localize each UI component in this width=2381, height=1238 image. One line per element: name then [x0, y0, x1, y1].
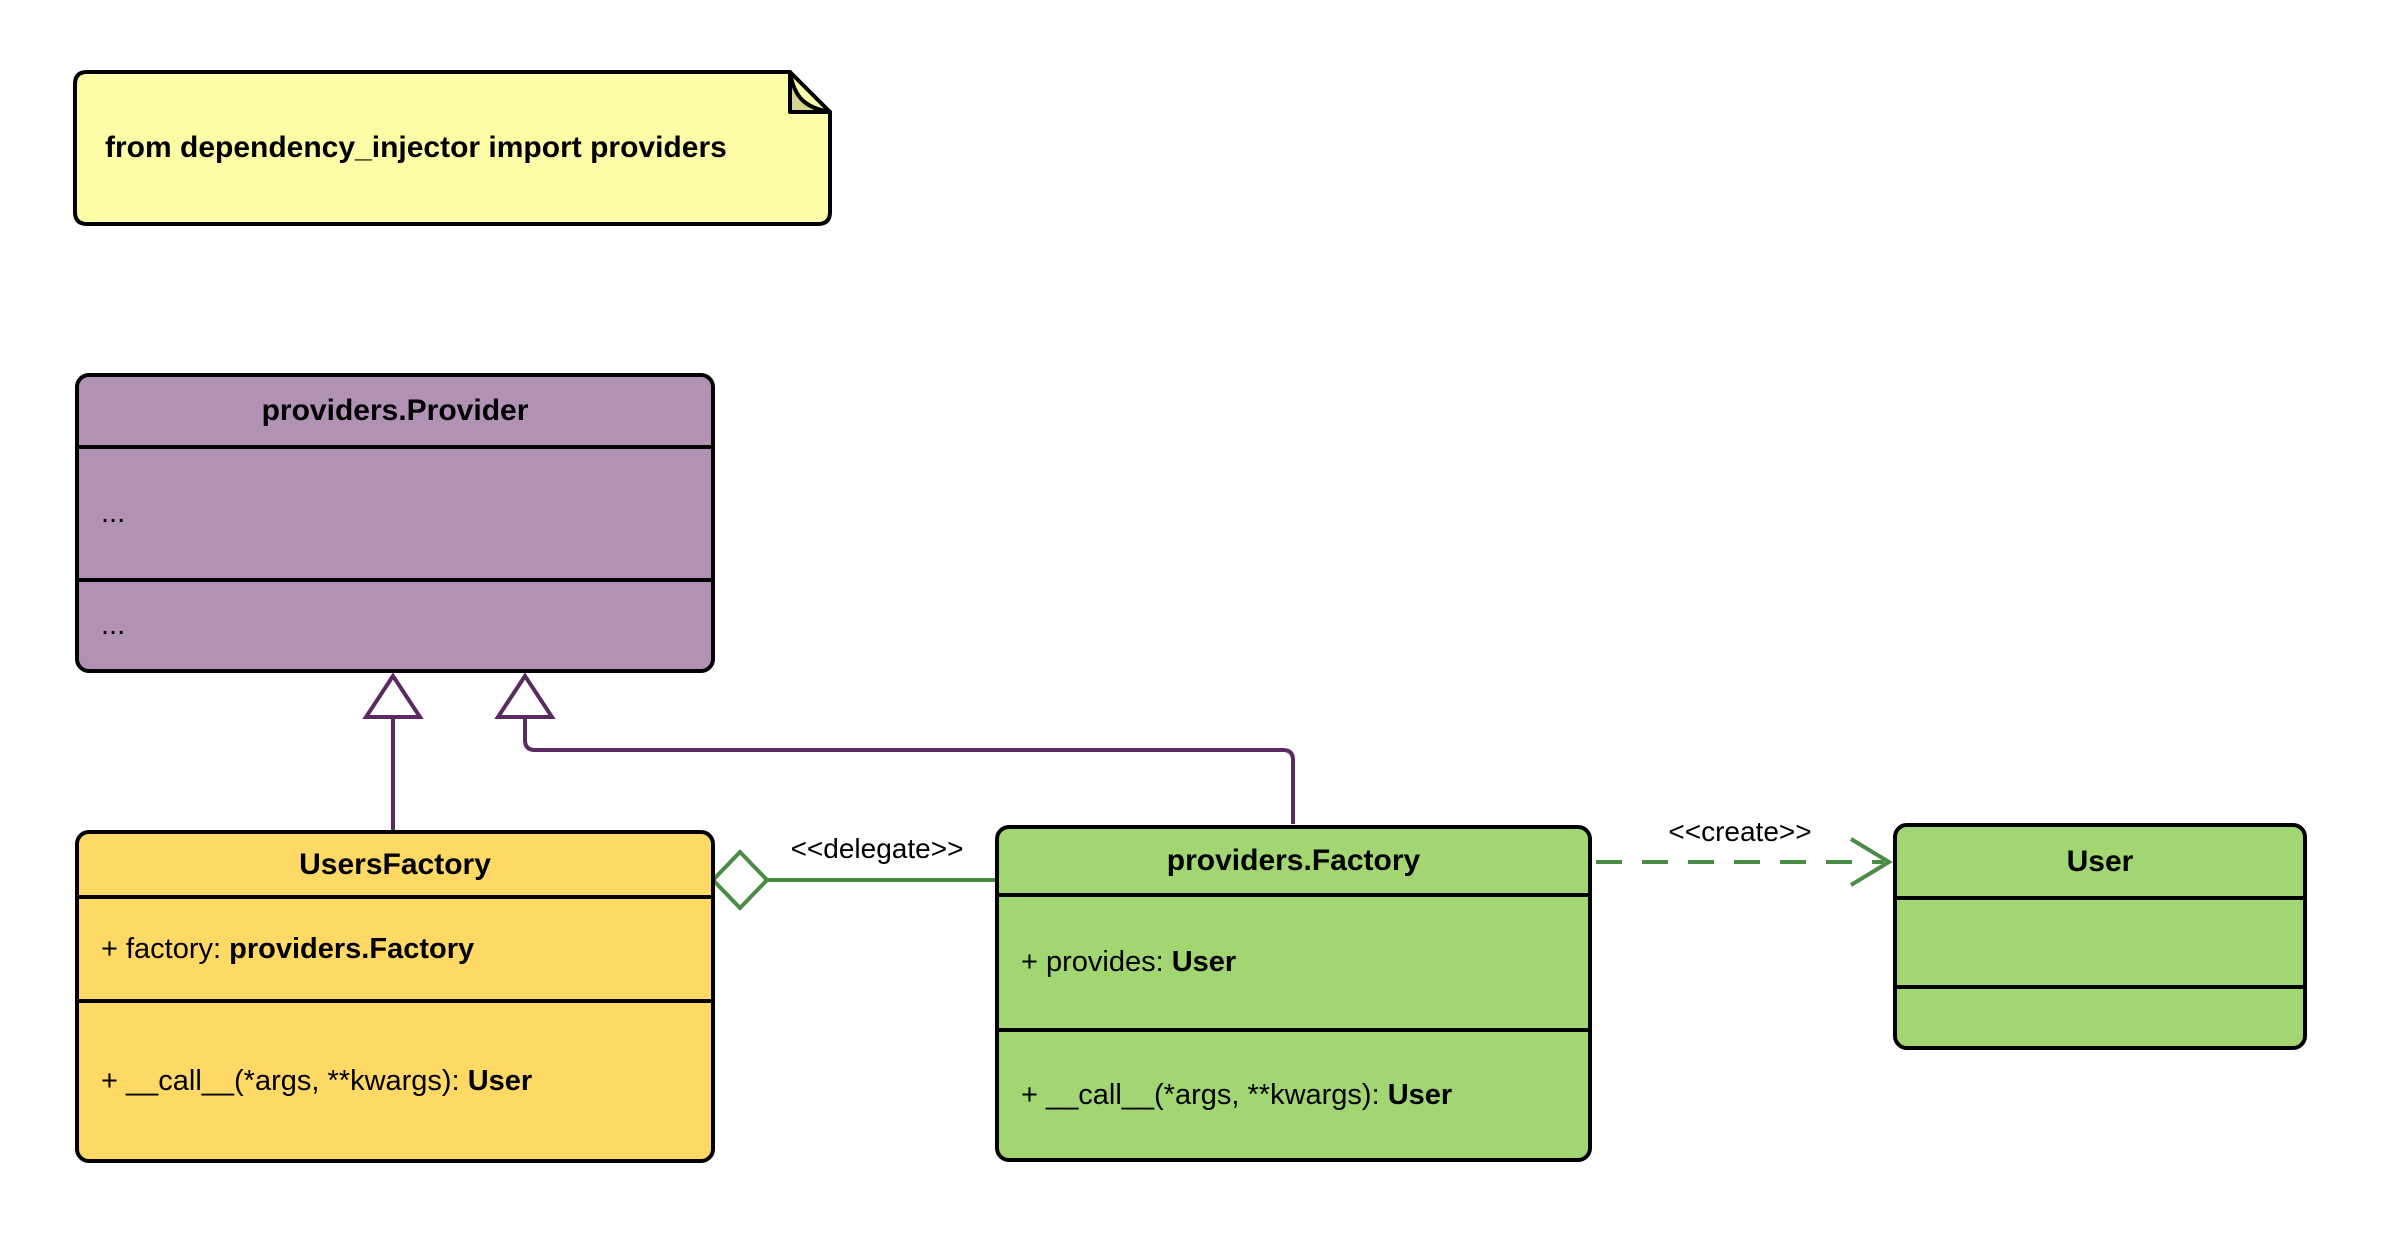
class-methods-section [1897, 985, 2303, 1046]
class-attributes-section: + provides: User [999, 893, 1588, 1028]
attribute-prefix: + provides: [1021, 946, 1172, 978]
method-prefix: + __call__(*args, **kwargs): [101, 1064, 468, 1097]
class-attributes-section [1897, 896, 2303, 985]
attribute-text: + provides: User [1021, 946, 1236, 979]
class-attributes-section: ... [79, 445, 711, 578]
create-stereotype-label: <<create>> [1668, 816, 1812, 847]
class-title: UsersFactory [299, 847, 491, 881]
inheritance-triangle-icon [494, 672, 556, 719]
inheritance-triangle-icon [362, 672, 424, 719]
class-providers-provider: providers.Provider ... ... [75, 373, 715, 673]
note-background [73, 70, 832, 226]
attribute-type: User [1171, 946, 1237, 978]
class-title: providers.Provider [261, 394, 529, 427]
class-methods-section: ... [79, 578, 711, 669]
attribute-prefix: + factory: [101, 932, 230, 965]
aggregation-delegate-edge [710, 849, 999, 911]
note-fold-icon [788, 70, 832, 114]
attribute-type: providers.Factory [229, 932, 475, 965]
class-methods-section: + __call__(*args, **kwargs): User [79, 999, 711, 1159]
dependency-create-edge [1596, 837, 1893, 887]
generalization-usersfactory-to-provider [362, 672, 424, 830]
class-attributes-section: + factory: providers.Factory [79, 895, 711, 999]
generalization-factory-to-provider [494, 672, 1295, 824]
method-return-type: User [1387, 1078, 1453, 1111]
class-methods-section: + __call__(*args, **kwargs): User [999, 1028, 1588, 1158]
method-return-type: User [467, 1064, 533, 1097]
method-placeholder: ... [101, 609, 126, 641]
note-text: from dependency_injector import provider… [105, 131, 727, 164]
method-text: + __call__(*args, **kwargs): User [1021, 1079, 1452, 1112]
attribute-placeholder: ... [101, 497, 126, 529]
method-prefix: + __call__(*args, **kwargs): [1021, 1078, 1388, 1111]
note [73, 70, 832, 226]
class-title: User [2066, 844, 2134, 878]
open-arrowhead-icon [1849, 837, 1893, 887]
class-providers-factory: providers.Factory + provides: User + __c… [995, 825, 1592, 1162]
class-users-factory: UsersFactory + factory: providers.Factor… [75, 830, 715, 1163]
delegate-stereotype-label: <<delegate>> [790, 833, 964, 864]
class-title: providers.Factory [1166, 844, 1421, 877]
class-user: User [1893, 823, 2307, 1050]
aggregation-diamond-icon [710, 849, 770, 911]
attribute-text: + factory: providers.Factory [101, 933, 474, 966]
method-text: + __call__(*args, **kwargs): User [101, 1065, 532, 1098]
